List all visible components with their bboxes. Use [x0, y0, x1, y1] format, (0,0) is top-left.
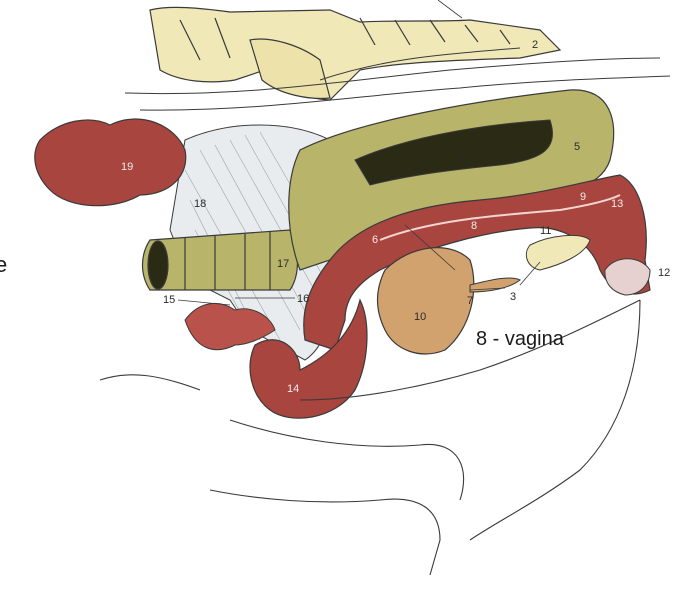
urinary-bladder: [376, 247, 475, 355]
ovary: [34, 118, 187, 207]
label-5: 5: [574, 141, 580, 153]
pelvic-bone: [525, 235, 591, 271]
label-13: 13: [611, 198, 623, 210]
body-outline: [99, 299, 641, 576]
label-6: 6: [372, 234, 378, 246]
rectum-lumen: [354, 119, 553, 186]
label-19: 19: [121, 161, 133, 173]
label-8: 8: [471, 220, 477, 232]
fascia-lines: [124, 47, 671, 111]
label-10: 10: [414, 311, 426, 323]
edge-text: e: [0, 252, 8, 277]
label-14: 14: [287, 383, 299, 395]
label-12: 12: [658, 267, 670, 279]
leader-lines: [177, 0, 541, 306]
label-9: 9: [580, 191, 586, 203]
reproductive-tract: [303, 174, 651, 351]
label-3: 3: [510, 291, 516, 303]
urethra: [469, 277, 521, 293]
uterine-horn: [249, 298, 368, 419]
vertebral-column: [149, 6, 562, 101]
label-11: 11: [540, 225, 551, 237]
label-17: 17: [277, 258, 289, 270]
vulva: [604, 258, 651, 296]
colon: [141, 229, 299, 291]
label-2: 2: [532, 39, 538, 51]
caption-vagina: 8 - vagina: [476, 328, 564, 350]
label-18: 18: [194, 198, 206, 210]
label-4: 4: [458, 155, 464, 167]
tract-inner-line: [379, 194, 621, 241]
label-15: 15: [163, 294, 175, 306]
label-7: 7: [467, 295, 473, 307]
label-16: 16: [297, 293, 309, 305]
